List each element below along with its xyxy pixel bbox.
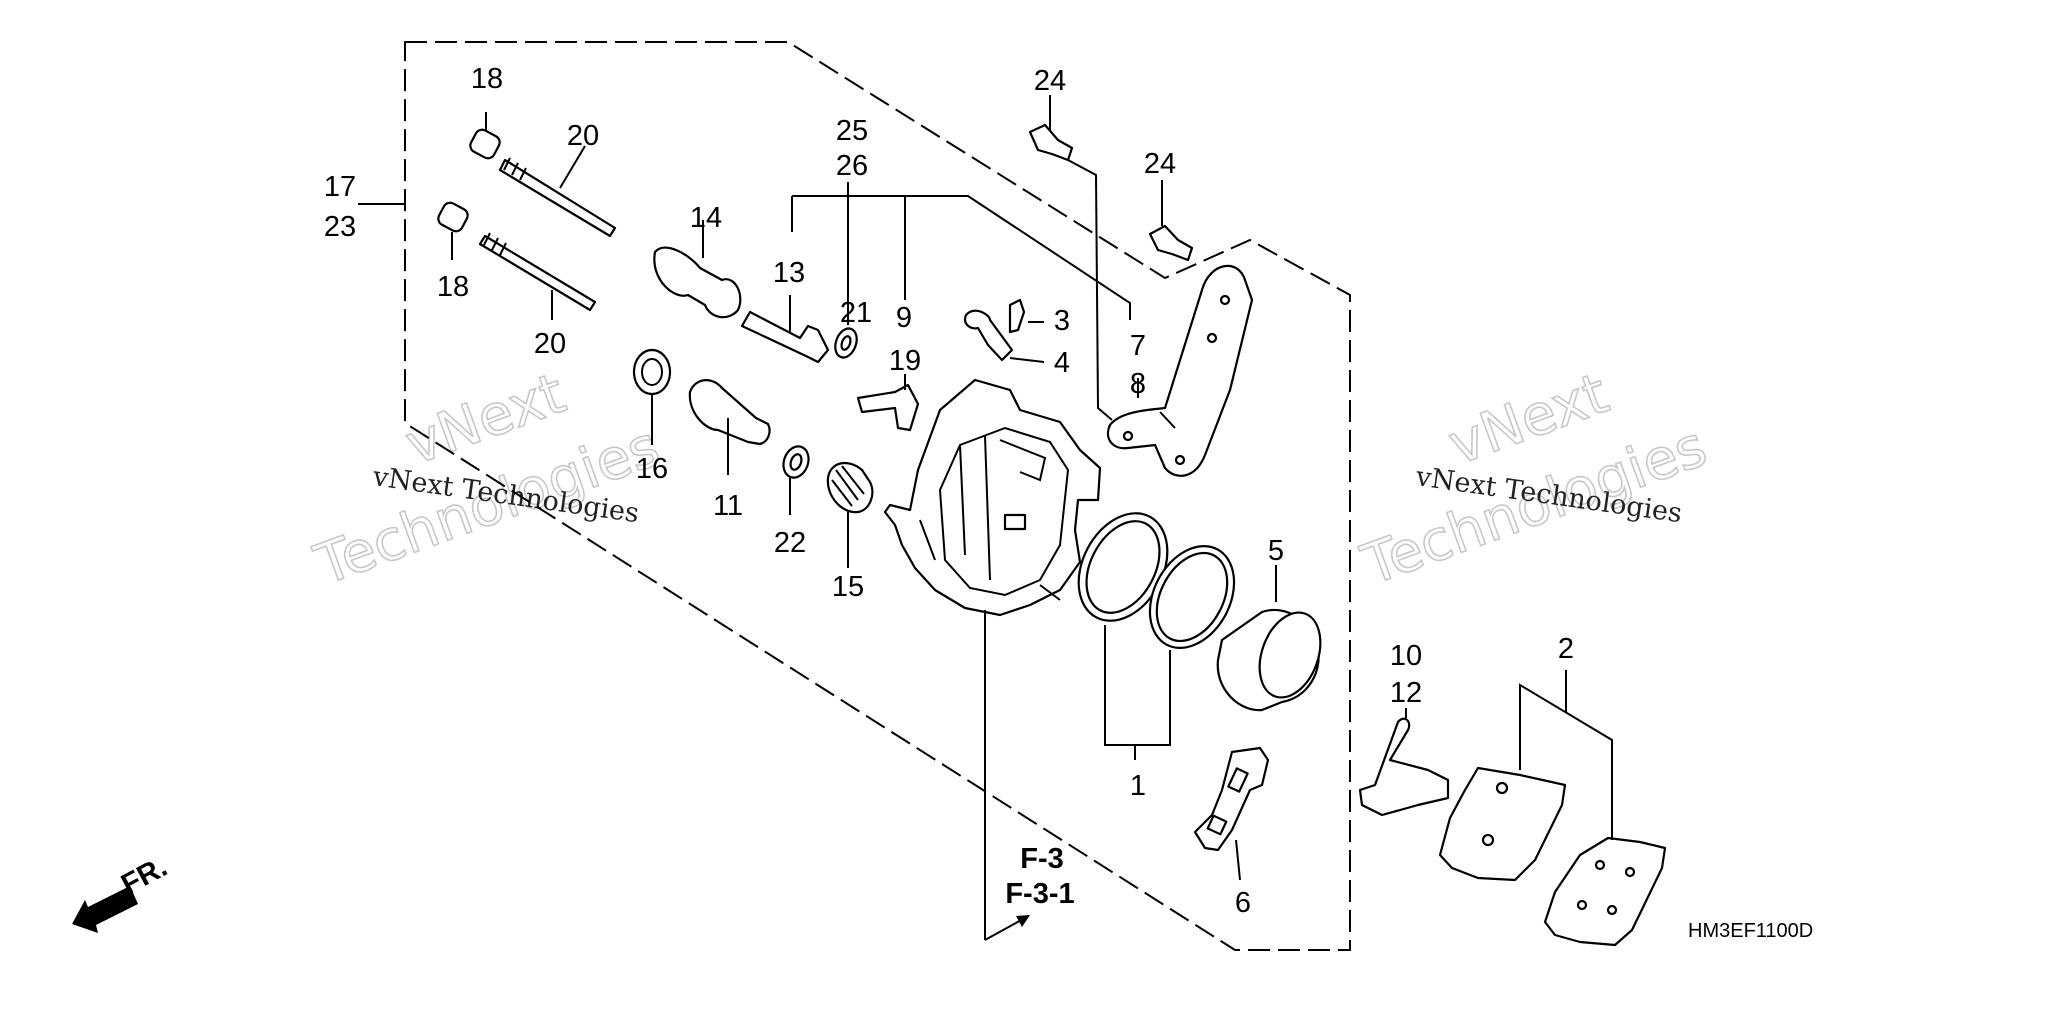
- part-1-seals: [1077, 512, 1236, 760]
- callout-14: 14: [690, 202, 722, 234]
- callout-21: 21: [840, 297, 872, 329]
- callout-26: 26: [836, 150, 868, 182]
- callout-5: 5: [1268, 535, 1284, 567]
- part-6-plate: [1193, 746, 1270, 881]
- diagram-code: HM3EF1100D: [1688, 920, 1813, 942]
- part-24-bolt-upper: [1028, 95, 1113, 421]
- part-8-bracket: [1106, 264, 1254, 477]
- part-4-cap: [964, 309, 1045, 363]
- callout-15: 15: [832, 571, 864, 603]
- part-21-washer: [834, 182, 858, 359]
- callout-3: 3: [1054, 305, 1070, 337]
- callout-7: 7: [1130, 330, 1146, 362]
- assembly-boundary: [404, 41, 1351, 951]
- callout-1: 1: [1130, 770, 1146, 802]
- reference-f3: F-3: [1020, 843, 1064, 875]
- callout-16: 16: [636, 453, 668, 485]
- callout-10: 10: [1390, 640, 1422, 672]
- part-24-bolt-lower: [1148, 180, 1194, 262]
- callout-12: 12: [1390, 677, 1422, 709]
- callout-8: 8: [1130, 368, 1146, 400]
- part-19-clip: [856, 374, 920, 432]
- callout-13: 13: [773, 257, 805, 289]
- reference-f3-1: F-3-1: [1005, 878, 1074, 910]
- part-15-boot: [826, 461, 874, 568]
- part-10-spring: [1358, 708, 1450, 817]
- callout-24-lower: 24: [1144, 148, 1176, 180]
- pin-set-lower: [437, 201, 597, 320]
- part-2-pads: [1438, 670, 1667, 947]
- pin-set-upper: [469, 112, 617, 238]
- part-5-piston: [1216, 565, 1322, 712]
- callout-4: 4: [1054, 347, 1070, 379]
- part-14-sleeve: [653, 220, 742, 319]
- watermark-left: vNext Technologies vNext Technologies: [306, 360, 669, 599]
- callout-6: 6: [1235, 887, 1251, 919]
- callout-22: 22: [774, 527, 806, 559]
- part-22-washer: [782, 445, 810, 515]
- callout-19: 19: [889, 345, 921, 377]
- reference-arrow: [984, 915, 1030, 941]
- part-11-pin: [688, 379, 771, 475]
- part-13-bolt: [740, 195, 1131, 364]
- callout-11: 11: [713, 490, 743, 522]
- callout-2: 2: [1558, 633, 1574, 665]
- callout-17: 17: [324, 171, 356, 203]
- front-direction-arrow: FR.: [72, 851, 173, 933]
- callout-18-lower: 18: [437, 271, 469, 303]
- watermark-right: vNext Technologies vNext Technologies: [1353, 360, 1716, 599]
- callout-23: 23: [324, 211, 356, 243]
- part-16-boot: [632, 348, 672, 445]
- callout-18-upper: 18: [471, 63, 503, 95]
- part-3-bleeder: [1008, 298, 1044, 334]
- callout-20-lower: 20: [534, 328, 566, 360]
- callout-24-upper: 24: [1034, 65, 1066, 97]
- callout-25: 25: [836, 115, 868, 147]
- callout-9: 9: [896, 302, 912, 334]
- caliper-body: [883, 378, 1102, 940]
- callout-20-upper: 20: [567, 120, 599, 152]
- callouts: 18 20 17 23 18 20 14 25 26 13 21 9 19 24…: [324, 63, 1813, 942]
